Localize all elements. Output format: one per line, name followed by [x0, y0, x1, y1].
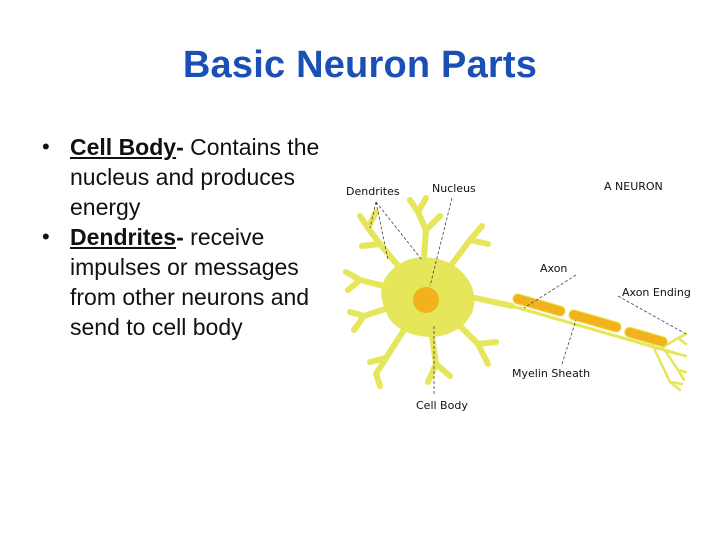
definition-dendrites: receive impulses or messages from other … [70, 224, 310, 340]
label-nucleus: Nucleus [432, 182, 476, 195]
label-axon-ending: Axon Ending [622, 286, 691, 299]
term-separator: - [176, 224, 191, 250]
bullet-dendrites: • Dendrites- receive impulses or messages… [40, 222, 350, 342]
label-axon: Axon [540, 262, 567, 275]
term-cell-body: Cell Body [70, 134, 177, 160]
bullet-dot-icon: • [42, 134, 50, 159]
label-myelin-sheath: Myelin Sheath [512, 367, 590, 380]
bullet-dot-icon: • [42, 224, 50, 249]
slide-title: Basic Neuron Parts [182, 44, 538, 86]
neuron-diagram: Dendrites Nucleus A NEURON Axon Axon End… [343, 180, 691, 412]
bullet-cell-body: • Cell Body- Contains the nucleus and pro… [40, 132, 350, 222]
definition-cell-body: Contains the nucleus and produces energy [70, 134, 320, 220]
term-separator: - [176, 134, 191, 160]
dendrite-branches [343, 195, 515, 389]
bullet-list: •Cell Body- Contains the nucleus and pro… [40, 132, 350, 342]
pointer-lines [369, 197, 687, 396]
term-dendrites: Dendrites [70, 224, 177, 250]
diagram-heading: A NEURON [604, 180, 663, 193]
label-cell-body: Cell Body [416, 399, 468, 412]
myelin-sheath-segments [512, 293, 668, 348]
nucleus-shape [413, 287, 439, 313]
axon-ending [650, 332, 688, 392]
label-dendrites: Dendrites [346, 185, 400, 198]
axon-line [510, 304, 680, 356]
